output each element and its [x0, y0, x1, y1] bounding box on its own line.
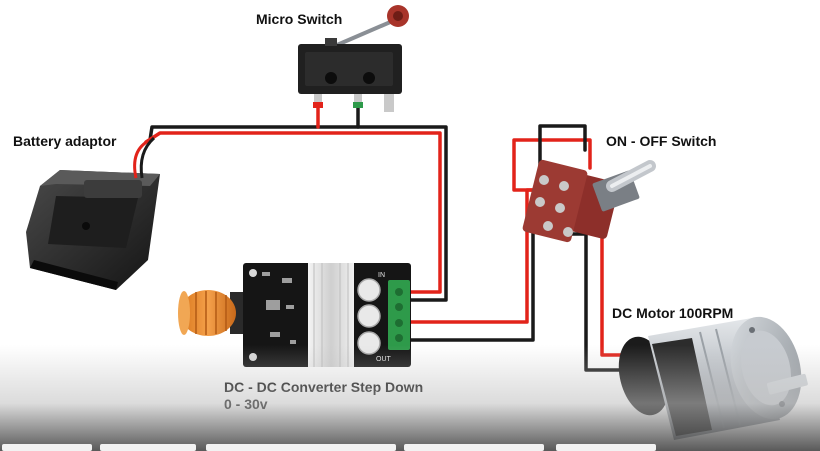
wire-out-red — [408, 188, 542, 324]
converter-board-icon: IN OUT — [178, 263, 411, 367]
on-off-switch-label: ON - OFF Switch — [606, 133, 717, 149]
wire-motor-black — [570, 232, 630, 372]
wire-battery-red — [144, 131, 442, 294]
caption-strip — [0, 438, 820, 451]
wire-switch-red-loop — [512, 138, 592, 192]
wire-battery-black — [148, 106, 360, 142]
converter-voltage-label: 0 - 30v — [224, 396, 268, 412]
toggle-switch-icon — [522, 159, 656, 243]
micro-switch-label: Micro Switch — [256, 11, 343, 27]
wire-micro-black — [356, 125, 448, 302]
terminal-out-label: OUT — [376, 356, 392, 363]
battery-adaptor-icon — [26, 136, 160, 290]
battery-adaptor-label: Battery adaptor — [13, 133, 117, 149]
dc-motor-icon — [618, 316, 808, 440]
micro-switch-icon — [298, 5, 409, 112]
dc-motor-label: DC Motor 100RPM — [612, 305, 734, 321]
terminal-in-label: IN — [378, 272, 385, 279]
converter-label: DC - DC Converter Step Down — [224, 379, 424, 395]
